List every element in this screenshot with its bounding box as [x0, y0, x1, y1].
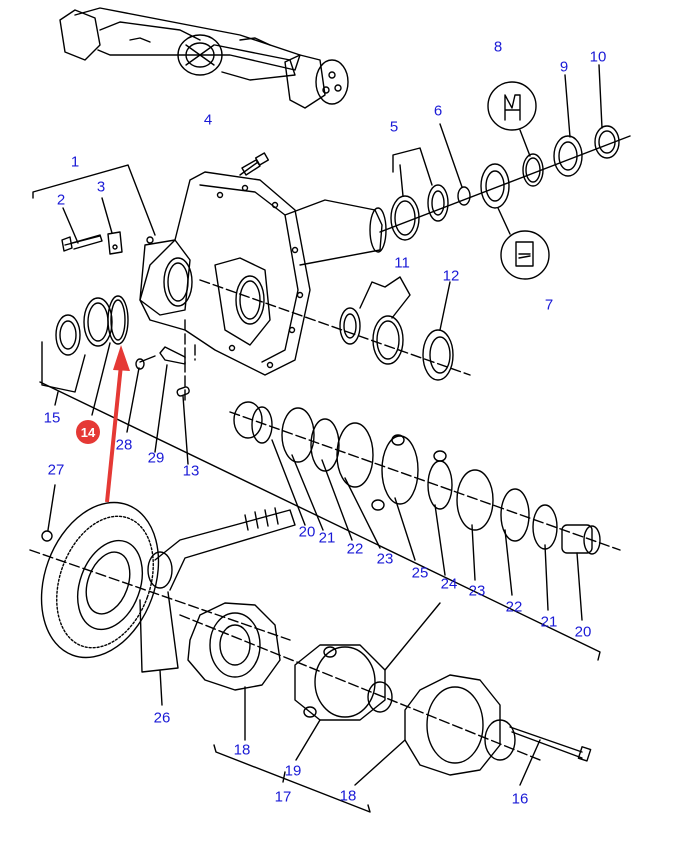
part-label-20-left[interactable]: 20 — [298, 523, 316, 541]
bolt-part-2 — [62, 235, 102, 251]
seal-part-14 — [108, 296, 128, 344]
part-label-23-left[interactable]: 23 — [376, 550, 394, 568]
part-label-4[interactable]: 4 — [203, 111, 213, 129]
leader-23a — [345, 478, 380, 548]
bracket-part-17 — [214, 745, 370, 812]
leader-14 — [92, 343, 110, 415]
part-label-29[interactable]: 29 — [147, 449, 165, 467]
callout-circle-7 — [498, 208, 549, 279]
part-label-12[interactable]: 12 — [442, 267, 460, 285]
bracket-part-1 — [33, 165, 155, 235]
leader-28 — [127, 368, 139, 432]
leader-18b — [355, 740, 405, 785]
screw-part-28 — [136, 356, 155, 369]
bracket-part-26 — [140, 592, 178, 705]
leader-20a — [272, 440, 305, 525]
leader-3 — [102, 198, 112, 233]
callout-circle-8 — [488, 82, 536, 156]
part-label-22-right[interactable]: 22 — [505, 598, 523, 616]
part-label-7[interactable]: 7 — [544, 296, 554, 314]
part-label-22-left[interactable]: 22 — [346, 540, 364, 558]
o-ring-part-6 — [458, 187, 470, 205]
leader-11 — [360, 277, 410, 318]
pin-part-13 — [176, 386, 190, 397]
leader-21b — [545, 545, 548, 610]
axis-line-case — [180, 615, 540, 760]
part-label-21-left[interactable]: 21 — [318, 529, 336, 547]
bracket-differential-internals — [40, 382, 600, 660]
crown-wheel-part-26 — [21, 486, 179, 674]
part-label-25[interactable]: 25 — [411, 564, 429, 582]
part-label-5[interactable]: 5 — [389, 118, 399, 136]
part-label-2[interactable]: 2 — [56, 191, 66, 209]
part-label-21-right[interactable]: 21 — [540, 613, 558, 631]
axis-line-internals — [230, 412, 620, 550]
part-label-20-right[interactable]: 20 — [574, 623, 592, 641]
part-label-1[interactable]: 1 — [70, 153, 80, 171]
leader-13 — [183, 396, 188, 464]
leader-22b — [505, 530, 512, 595]
pinion-bearing-part-5 — [391, 185, 448, 240]
axis-line-housing — [185, 320, 195, 400]
highlight-arrow — [107, 345, 130, 502]
part-label-6[interactable]: 6 — [433, 102, 443, 120]
seal-part-7 — [481, 164, 509, 208]
leader-diff-group — [385, 603, 440, 670]
leader-9 — [565, 75, 570, 137]
lock-plate-part-3 — [108, 232, 122, 254]
part-label-9[interactable]: 9 — [559, 58, 569, 76]
part-label-17[interactable]: 17 — [274, 788, 292, 806]
part-label-8[interactable]: 8 — [493, 38, 503, 56]
leader-27 — [48, 485, 55, 530]
part-label-28[interactable]: 28 — [115, 436, 133, 454]
part-label-10[interactable]: 10 — [589, 48, 607, 66]
bearing-part-11 — [340, 308, 403, 364]
leader-21a — [292, 455, 323, 530]
part-label-3[interactable]: 3 — [96, 178, 106, 196]
part-label-26[interactable]: 26 — [153, 709, 171, 727]
diff-case-half-part-18a — [188, 603, 280, 690]
adjuster-ring-part-12 — [423, 330, 453, 380]
axis-line-crown — [30, 550, 290, 640]
diff-case-half-part-18b — [405, 675, 515, 775]
leader-29 — [155, 365, 167, 452]
leader-20b — [577, 553, 582, 620]
axle-assembly-overview — [60, 8, 348, 108]
diff-cross-part-19 — [295, 645, 392, 720]
nut-part-27 — [42, 531, 52, 541]
part-label-27[interactable]: 27 — [47, 461, 65, 479]
leader-5 — [393, 148, 432, 196]
part-label-16[interactable]: 16 — [511, 790, 529, 808]
axis-line-side — [200, 280, 470, 375]
part-label-24[interactable]: 24 — [440, 575, 458, 593]
leader-24 — [435, 505, 445, 575]
part-label-11[interactable]: 11 — [394, 254, 410, 272]
leader-2 — [63, 208, 78, 243]
differential-housing — [140, 172, 386, 375]
leader-19 — [296, 720, 320, 760]
leader-22a — [322, 460, 352, 540]
part-label-19[interactable]: 19 — [284, 762, 302, 780]
part-label-18-left[interactable]: 18 — [233, 741, 251, 759]
leader-10 — [599, 65, 602, 128]
part-label-15[interactable]: 15 — [43, 409, 61, 427]
leader-25 — [395, 498, 415, 560]
part-label-13[interactable]: 13 — [182, 462, 200, 480]
part-badge-14-highlighted[interactable]: 14 — [76, 420, 100, 444]
leader-23b — [472, 525, 475, 580]
pinion-shaft — [148, 508, 295, 590]
bearing-part-15 — [56, 298, 112, 355]
bracket-part-15 — [42, 342, 85, 405]
bolt-part-16 — [510, 727, 591, 761]
part-label-18-right[interactable]: 18 — [339, 787, 357, 805]
bolt-part-4 — [240, 153, 268, 175]
axis-line-pinion — [380, 136, 630, 232]
lock-tab-part-29 — [160, 347, 185, 364]
part-label-23-right[interactable]: 23 — [468, 582, 486, 600]
leader-6 — [440, 124, 462, 187]
leader-16 — [520, 740, 540, 785]
leader-12 — [440, 282, 450, 330]
